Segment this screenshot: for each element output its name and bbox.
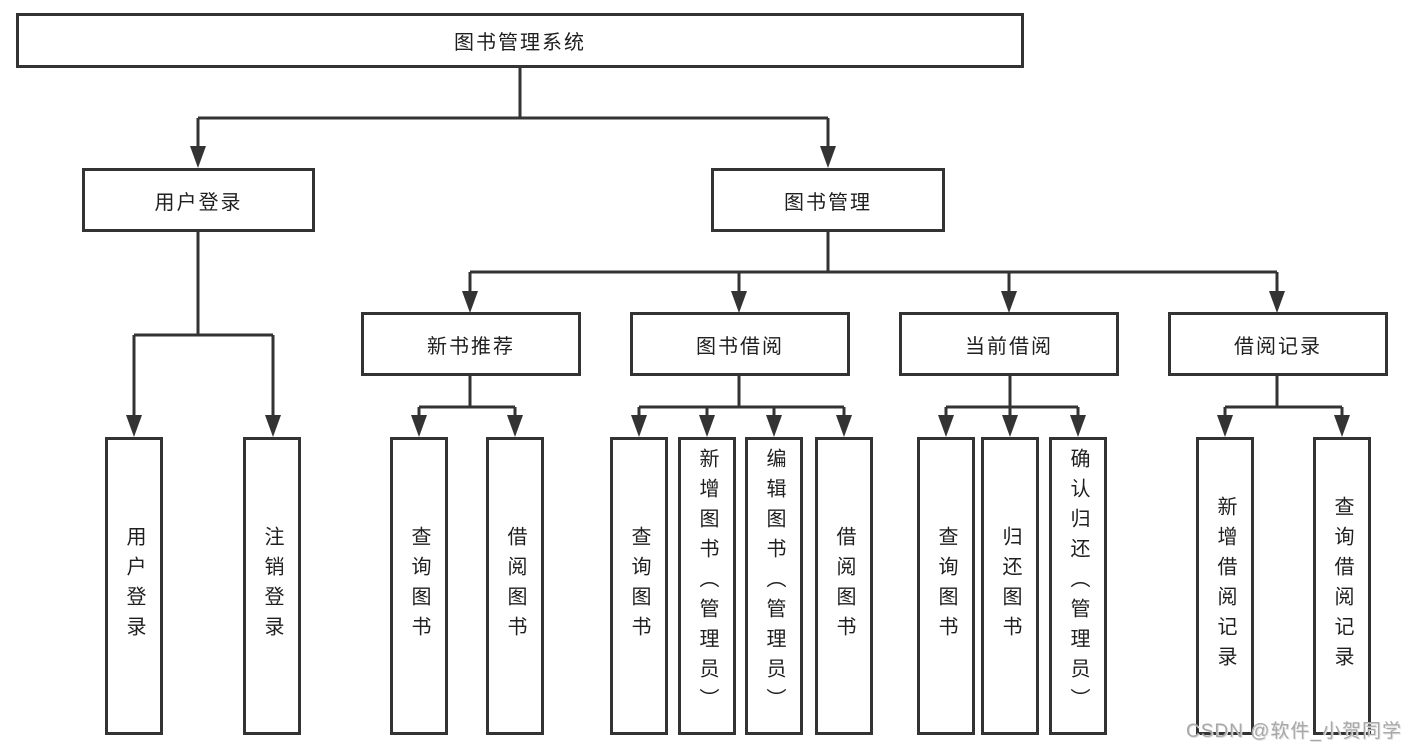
arrowhead-icon xyxy=(462,291,478,313)
leaf-current-confirm-return-label: 确认归还（管理员） xyxy=(1067,448,1089,718)
arrowhead-icon xyxy=(190,146,206,168)
connector-path xyxy=(132,67,1344,418)
leaf-borrow-add-book: 新增图书（管理员） xyxy=(678,437,736,735)
leaf-user-login: 用户登录 xyxy=(105,437,163,735)
arrowhead-icon xyxy=(938,415,954,437)
node-book-management-label: 图书管理 xyxy=(784,191,872,214)
leaf-borrow-add-book-label: 新增图书（管理员） xyxy=(696,448,718,718)
arrowhead-icon xyxy=(1269,291,1285,313)
leaf-newbooks-borrow-book: 借阅图书 xyxy=(486,437,544,735)
leaf-borrow-query-book-label: 查询图书 xyxy=(628,526,650,646)
leaf-newbooks-query-book-label: 查询图书 xyxy=(408,526,430,646)
arrowhead-icon xyxy=(126,415,142,437)
watermark-text: CSDN @软件_小贺同学 xyxy=(1186,721,1402,742)
arrowhead-icon xyxy=(766,415,782,437)
leaf-current-query-book-label: 查询图书 xyxy=(935,526,957,646)
arrowhead-icon xyxy=(631,415,647,437)
node-book-management: 图书管理 xyxy=(711,168,945,232)
leaf-records-query-record-label: 查询借阅记录 xyxy=(1331,496,1353,676)
arrowhead-icon xyxy=(411,415,427,437)
arrowhead-icon xyxy=(1070,415,1086,437)
node-borrow-records: 借阅记录 xyxy=(1168,312,1388,376)
arrowhead-icon xyxy=(1002,415,1018,437)
node-borrow-records-label: 借阅记录 xyxy=(1234,335,1322,358)
node-book-borrow-label: 图书借阅 xyxy=(696,335,784,358)
leaf-current-confirm-return: 确认归还（管理员） xyxy=(1049,437,1107,735)
node-book-borrow: 图书借阅 xyxy=(630,312,850,376)
leaf-logout-login-label: 注销登录 xyxy=(261,526,283,646)
node-root-label: 图书管理系统 xyxy=(454,32,586,54)
arrowhead-icon xyxy=(1217,415,1233,437)
leaf-current-return-book-label: 归还图书 xyxy=(999,526,1021,646)
leaf-records-query-record: 查询借阅记录 xyxy=(1313,437,1371,735)
leaf-logout-login: 注销登录 xyxy=(243,437,301,735)
leaf-user-login-label: 用户登录 xyxy=(123,526,145,646)
arrowhead-icon xyxy=(731,291,747,313)
leaf-borrow-edit-book-label: 编辑图书（管理员） xyxy=(763,448,785,718)
arrowhead-icon xyxy=(265,415,281,437)
leaf-records-add-record-label: 新增借阅记录 xyxy=(1214,496,1236,676)
leaf-borrow-borrow-book: 借阅图书 xyxy=(815,437,873,735)
arrowhead-icon xyxy=(836,415,852,437)
node-new-book-recommend-label: 新书推荐 xyxy=(427,335,515,358)
arrowhead-icon xyxy=(507,415,523,437)
node-user-login-label: 用户登录 xyxy=(154,191,243,214)
arrowhead-icon xyxy=(1001,291,1017,313)
leaf-newbooks-query-book: 查询图书 xyxy=(390,437,448,735)
leaf-borrow-query-book: 查询图书 xyxy=(610,437,668,735)
leaf-current-return-book: 归还图书 xyxy=(981,437,1039,735)
arrowhead-icon xyxy=(1334,415,1350,437)
leaf-records-add-record: 新增借阅记录 xyxy=(1196,437,1254,735)
connector-strokes xyxy=(132,67,1344,418)
node-new-book-recommend: 新书推荐 xyxy=(361,312,581,376)
node-root: 图书管理系统 xyxy=(16,13,1024,68)
leaf-borrow-borrow-book-label: 借阅图书 xyxy=(833,526,855,646)
arrowheads xyxy=(126,146,1350,437)
leaf-newbooks-borrow-book-label: 借阅图书 xyxy=(504,526,526,646)
node-user-login: 用户登录 xyxy=(82,168,315,232)
arrowhead-icon xyxy=(699,415,715,437)
node-current-borrow: 当前借阅 xyxy=(899,312,1119,376)
arrowhead-icon xyxy=(820,146,836,168)
leaf-borrow-edit-book: 编辑图书（管理员） xyxy=(745,437,803,735)
leaf-current-query-book: 查询图书 xyxy=(917,437,975,735)
node-current-borrow-label: 当前借阅 xyxy=(965,335,1053,358)
